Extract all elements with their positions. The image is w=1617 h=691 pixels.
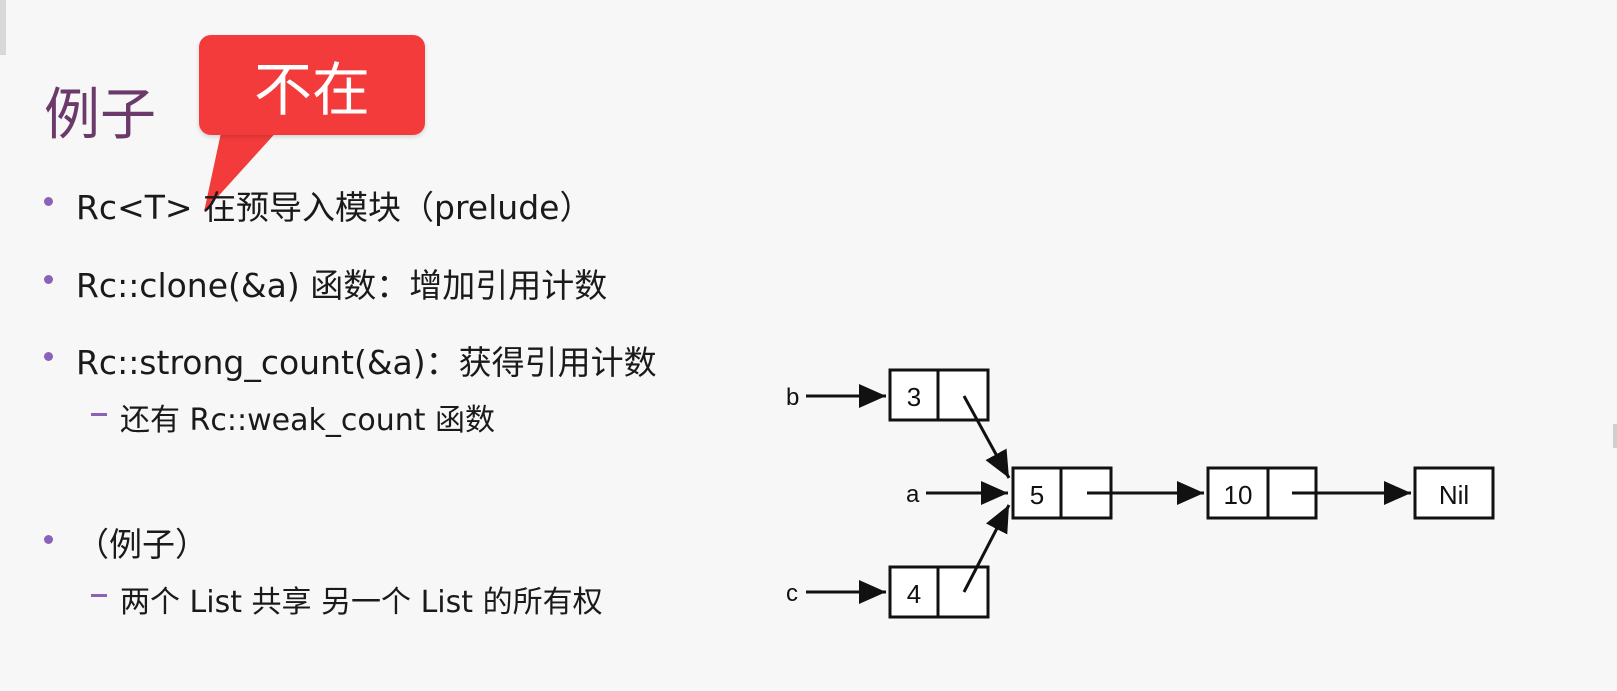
- callout-tail: [204, 128, 280, 212]
- bullet-dot: [44, 352, 53, 361]
- left-edge-marker: [0, 0, 6, 55]
- arrow-b-to-a: [962, 395, 1011, 479]
- right-edge-marker: [1613, 424, 1617, 448]
- bullet-item-2: Rc::clone(&a) 函数：增加引用计数: [76, 266, 608, 305]
- bullet-dot: [44, 535, 53, 544]
- sub-bullet-item-3: 还有 Rc::weak_count 函数: [120, 403, 496, 438]
- bullet-item-4: （例子）: [76, 525, 208, 564]
- bullet-item-3: Rc::strong_count(&a)：获得引用计数: [76, 343, 657, 382]
- sub-bullet-dash: [91, 413, 107, 416]
- node-nil-value: Nil: [1439, 480, 1469, 510]
- sub-bullet-dash: [91, 594, 107, 597]
- sub-bullet-item-4: 两个 List 共享 另一个 List 的所有权: [120, 585, 603, 620]
- node-nil: Nil: [1413, 466, 1495, 520]
- node-mid: 10: [1206, 466, 1318, 520]
- var-a-label: a: [906, 481, 920, 508]
- arrow-c-to-a: [962, 504, 1011, 593]
- bullet-dot: [44, 197, 53, 206]
- node-c: 4: [888, 565, 990, 619]
- callout-bubble: 不在: [199, 35, 425, 135]
- node-a-value: 5: [1030, 480, 1044, 510]
- var-b-label: b: [786, 384, 799, 411]
- node-mid-value: 10: [1224, 480, 1253, 510]
- slide-title: 例子: [44, 83, 156, 148]
- node-c-value: 4: [907, 579, 921, 609]
- bullet-item-1: Rc<T> 在预导入模块（prelude）: [76, 188, 593, 227]
- bullet-dot: [44, 275, 53, 284]
- node-b-value: 3: [907, 382, 921, 412]
- var-c-label: c: [786, 580, 798, 607]
